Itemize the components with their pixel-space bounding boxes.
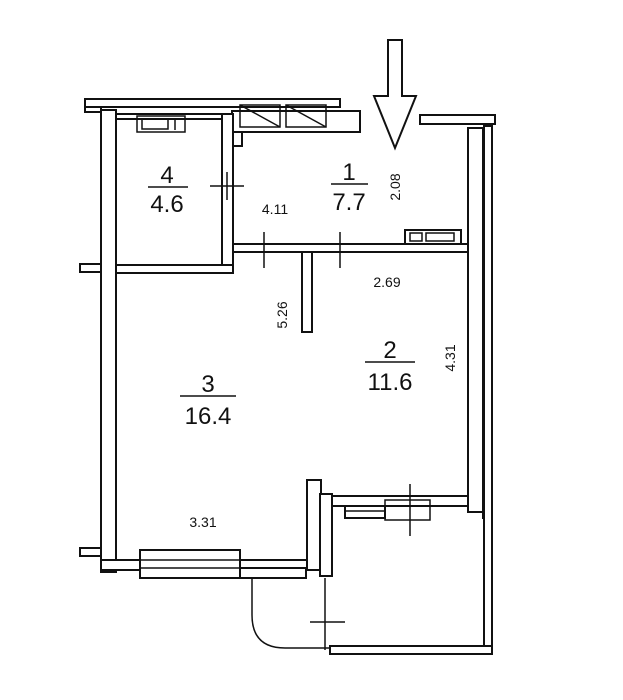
room-3-number: 3 <box>201 371 214 398</box>
room-3-label: 3 16.4 <box>180 371 236 430</box>
room-4-number: 4 <box>160 162 173 189</box>
dimension-room-1-depth: 2.08 <box>387 173 403 200</box>
arrow-down-icon <box>372 39 418 151</box>
room-4-area: 4.6 <box>150 191 183 218</box>
left-wall <box>79 106 117 573</box>
room-1-number: 1 <box>342 159 355 186</box>
room-1-area: 7.7 <box>332 189 365 216</box>
right-wall <box>467 125 493 647</box>
dimension-room-2-width: 2.69 <box>373 274 400 290</box>
room-2-bottom-wall <box>331 484 469 536</box>
balcony <box>251 578 493 655</box>
dimension-room-2-depth: 4.31 <box>442 344 458 371</box>
room-2-label: 2 11.6 <box>365 337 415 396</box>
room-1-walls <box>232 104 469 268</box>
room-2-area: 11.6 <box>368 369 413 396</box>
room-3-area: 16.4 <box>185 403 232 430</box>
dimension-room-3-depth: 5.26 <box>274 301 290 328</box>
top-wall <box>84 98 496 147</box>
dimension-room-3-width: 3.31 <box>189 514 216 530</box>
room-3-bottom-wall <box>100 549 308 579</box>
dimension-room-1-width: 4.11 <box>262 201 288 217</box>
room-2-number: 2 <box>383 337 396 364</box>
central-partition <box>301 251 333 577</box>
room-4-walls <box>115 113 244 274</box>
room-4-label: 4 4.6 <box>148 162 188 218</box>
room-1-label: 1 7.7 <box>331 159 368 216</box>
